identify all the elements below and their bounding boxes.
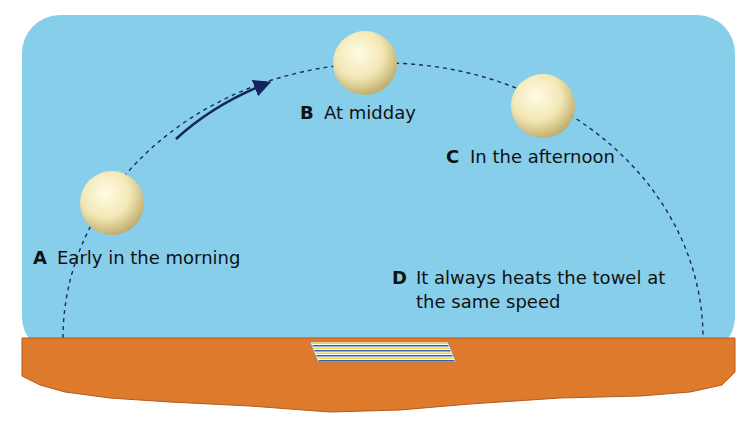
callout-letter: D bbox=[392, 266, 407, 290]
towel-stripe bbox=[315, 350, 451, 351]
towel bbox=[310, 342, 456, 362]
towel-stripe bbox=[317, 355, 453, 356]
towel-stripe bbox=[316, 353, 452, 354]
towel-cloth bbox=[310, 342, 456, 362]
callout-letter: C bbox=[446, 145, 459, 169]
answer-label: It always heats the towel at the same sp… bbox=[416, 266, 666, 314]
sky bbox=[22, 15, 735, 355]
towel-stripe bbox=[312, 343, 448, 344]
direction-arrow bbox=[176, 83, 268, 139]
towel-stripe bbox=[313, 345, 449, 346]
sun-afternoon bbox=[511, 74, 575, 138]
callout-letter: B bbox=[300, 101, 314, 125]
time-label: Early in the morning bbox=[57, 246, 240, 270]
towel-stripe bbox=[319, 360, 455, 361]
ground bbox=[22, 338, 735, 412]
towel-stripe bbox=[314, 348, 450, 349]
sun-path-arc bbox=[63, 63, 703, 338]
time-label: In the afternoon bbox=[470, 145, 615, 169]
callout-letter: A bbox=[33, 246, 47, 270]
towel-stripe bbox=[318, 358, 454, 359]
time-label: At midday bbox=[324, 101, 416, 125]
sun-morning bbox=[80, 171, 144, 235]
sun-midday bbox=[333, 31, 397, 95]
